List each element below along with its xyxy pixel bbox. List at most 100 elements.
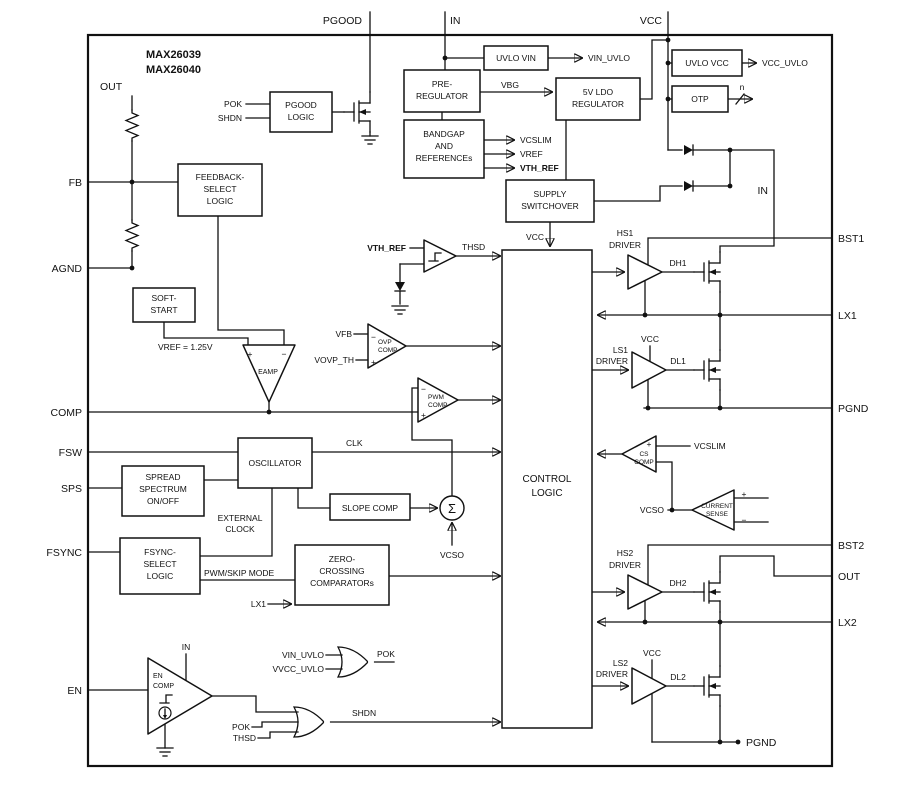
uvlo-vin-block xyxy=(483,45,549,71)
signal-lx1-zc: LX1 xyxy=(251,599,266,609)
signal-vvcc-uvlo-gate: VVCC_UVLO xyxy=(273,664,325,674)
slope-comp-block xyxy=(329,493,411,521)
pgood-logic-label: PGOOD xyxy=(285,100,317,110)
signal-vcc-uvlo: VCC_UVLO xyxy=(762,58,808,68)
bandgap-block xyxy=(403,119,485,179)
label-ls2: LS2 xyxy=(613,658,628,668)
soft-start-label: START xyxy=(150,305,177,315)
uvlo-vcc-label: UVLO VCC xyxy=(685,58,728,68)
wires xyxy=(87,11,833,749)
eamp-label: EAMP xyxy=(258,369,278,376)
sigma-label: Σ xyxy=(448,501,456,516)
feedback-select-label: FEEDBACK- xyxy=(196,172,245,182)
pgood-logic-label: LOGIC xyxy=(288,112,314,122)
signal-vth-ref: VTH_REF xyxy=(520,163,559,173)
eamp-minus: − xyxy=(282,349,287,359)
soft-start-label: SOFT- xyxy=(151,293,176,303)
signal-pok-in: POK xyxy=(232,722,250,732)
spread-spectrum-label: ON/OFF xyxy=(147,496,179,506)
pin-comp: COMP xyxy=(51,407,83,419)
junction-dots xyxy=(129,37,741,745)
signal-vth-ref-in: VTH_REF xyxy=(367,243,406,253)
part-number-2: MAX26040 xyxy=(146,64,201,76)
current-sense-triangle xyxy=(691,489,735,531)
label-ls2-driver: DRIVER xyxy=(596,669,628,679)
pin-fsync: FSYNC xyxy=(46,547,82,559)
signal-thsd: THSD xyxy=(462,242,485,252)
bandgap-label: AND xyxy=(435,141,453,151)
supply-switchover-block xyxy=(505,179,595,223)
pwm-plus: + xyxy=(421,410,426,420)
analog-cells: + − EAMP − + OVP COMP − + PWM COMP Σ + C… xyxy=(147,239,747,738)
cs-plus: + xyxy=(647,439,652,449)
label-hs1: HS1 xyxy=(617,228,634,238)
en-comp-label: EN xyxy=(153,673,163,680)
otp-block xyxy=(671,85,729,113)
label-dl2: DL2 xyxy=(670,672,686,682)
pin-fsw: FSW xyxy=(59,447,82,459)
zero-crossing-label: CROSSING xyxy=(319,566,364,576)
signal-pok-out: POK xyxy=(377,649,395,659)
pre-regulator-block xyxy=(403,69,481,113)
ldo-5v-block xyxy=(555,77,641,121)
signal-pok-pgood: POK xyxy=(224,99,242,109)
feedback-select-label: LOGIC xyxy=(207,196,233,206)
label-ls1: LS1 xyxy=(613,345,628,355)
signal-pwm-skip-mode: PWM/SKIP MODE xyxy=(204,568,275,578)
pwm-label: COMP xyxy=(428,402,448,409)
ovp-minus: − xyxy=(371,332,376,342)
label-dh2: DH2 xyxy=(669,578,686,588)
pre-regulator-label: REGULATOR xyxy=(416,91,468,101)
thsd-comparator xyxy=(423,239,457,273)
signal-vref-eamp: VREF = 1.25V xyxy=(158,342,213,352)
ls2-driver-triangle xyxy=(631,667,667,705)
label-dl1: DL1 xyxy=(670,356,686,366)
pin-fb: FB xyxy=(69,177,82,189)
signal-vfb: VFB xyxy=(335,329,352,339)
signal-shdn-pgood: SHDN xyxy=(218,113,242,123)
cs-comp-label: COMP xyxy=(634,459,654,466)
signal-vcso-sum: VCSO xyxy=(440,550,464,560)
pin-in-top: IN xyxy=(450,15,461,27)
pin-vcc-top: VCC xyxy=(640,15,663,27)
supply-switchover-label: SUPPLY xyxy=(534,189,567,199)
ldo-5v-label: 5V LDO xyxy=(583,87,614,97)
current-source-arrow xyxy=(163,715,167,719)
en-comp-label: COMP xyxy=(153,683,174,690)
bandgap-label: REFERENCEs xyxy=(416,153,473,163)
uvlo-vin-label: UVLO VIN xyxy=(496,53,536,63)
bandgap-label: BANDGAP xyxy=(423,129,465,139)
signal-vin-uvlo-gate: VIN_UVLO xyxy=(282,650,324,660)
signal-in-en: IN xyxy=(182,642,191,652)
signal-n: n xyxy=(740,82,745,92)
pre-regulator-label: PRE- xyxy=(432,79,452,89)
eamp-plus: + xyxy=(248,349,253,359)
label-dh1: DH1 xyxy=(669,258,686,268)
label-vcc-ls1: VCC xyxy=(641,334,659,344)
signal-vcso-cs: VCSO xyxy=(640,505,664,515)
signal-clk: CLK xyxy=(346,438,363,448)
pin-pgnd2: PGND xyxy=(746,737,777,749)
soft-start-block xyxy=(132,287,196,323)
spread-spectrum-label: SPECTRUM xyxy=(139,484,187,494)
cs-comp-label: CS xyxy=(639,451,649,458)
label-hs1-driver: DRIVER xyxy=(609,240,641,250)
labels: MAX26039 MAX26040 PGOOD IN VCC OUT FB AG… xyxy=(46,15,868,749)
sigma-summer xyxy=(439,495,465,521)
pin-pgood: PGOOD xyxy=(323,15,363,27)
feedback-select-label: SELECT xyxy=(203,184,236,194)
pin-bst2: BST2 xyxy=(838,540,864,552)
pin-agnd: AGND xyxy=(52,263,83,275)
signal-external-clock: CLOCK xyxy=(225,524,255,534)
pin-en: EN xyxy=(67,685,82,697)
ovp-plus: + xyxy=(371,357,376,367)
fsync-select-block xyxy=(119,537,201,595)
signal-external-clock: EXTERNAL xyxy=(218,513,263,523)
hs1-driver-triangle xyxy=(627,254,663,290)
spread-spectrum-block xyxy=(121,465,205,517)
signal-vref: VREF xyxy=(520,149,543,159)
pwm-comparator xyxy=(417,377,459,423)
current-sense-label: SENSE xyxy=(706,511,729,518)
label-ls1-driver: DRIVER xyxy=(596,356,628,366)
zero-crossing-block xyxy=(294,544,390,606)
